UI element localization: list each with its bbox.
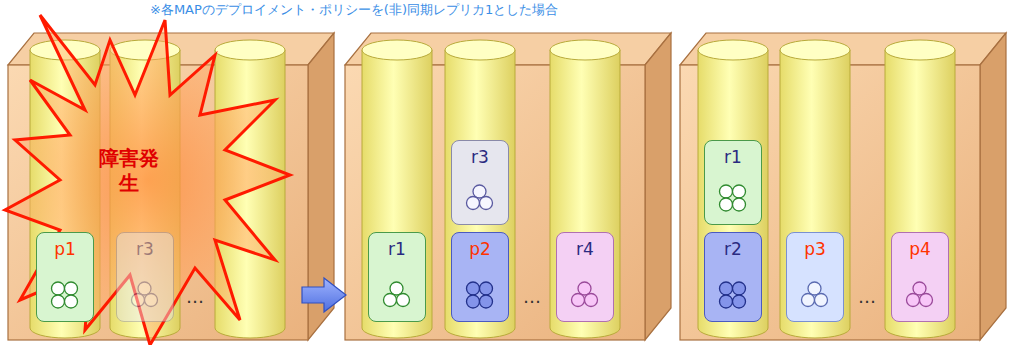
partition-box: p3 (786, 232, 844, 322)
storage-cylinder (445, 40, 515, 338)
object-ball (733, 295, 746, 308)
object-ball (52, 295, 65, 308)
partition-label: p3 (804, 239, 826, 259)
object-ball (480, 295, 493, 308)
object-ball (720, 282, 733, 295)
partition-box: r4 (556, 232, 614, 322)
server-box (345, 33, 671, 340)
object-ball (467, 282, 480, 295)
partition-box: r3 (116, 232, 174, 322)
object-ball (585, 294, 598, 307)
object-ball (920, 294, 933, 307)
object-cluster (787, 275, 842, 315)
object-ball (913, 282, 926, 295)
storage-cylinder (362, 40, 432, 338)
object-ball (65, 295, 78, 308)
object-ball (578, 282, 591, 295)
server-box (680, 33, 1006, 340)
partition-label: p2 (469, 239, 491, 259)
object-ball (65, 282, 78, 295)
object-ball (720, 185, 733, 198)
footnote: ※各MAPのデプロイメント・ポリシーを(非)同期レプリカ1とした場合 (150, 1, 558, 19)
partition-label: r1 (724, 147, 742, 167)
burst-shape (5, 15, 290, 345)
object-ball (480, 282, 493, 295)
object-cluster (117, 275, 172, 315)
partition-label: r3 (471, 147, 489, 167)
object-ball (907, 294, 920, 307)
object-ball (397, 294, 410, 307)
object-cluster (369, 275, 424, 315)
object-ball (815, 294, 828, 307)
object-ball (467, 197, 480, 210)
object-ball (132, 294, 145, 307)
partition-box: r2 (704, 232, 762, 322)
partition-label: p4 (909, 239, 931, 259)
ellipsis-mark: … (180, 286, 210, 307)
object-ball (384, 294, 397, 307)
object-cluster (557, 275, 612, 315)
object-ball (138, 282, 151, 295)
object-ball (733, 198, 746, 211)
object-ball (467, 295, 480, 308)
object-cluster (892, 275, 947, 315)
partition-label: r4 (576, 239, 594, 259)
partition-box: p2 (451, 232, 509, 322)
storage-cylinder (550, 40, 620, 338)
partition-box: r1 (704, 140, 762, 225)
storage-cylinder (885, 40, 955, 338)
object-cluster (452, 275, 507, 315)
storage-cylinder (698, 40, 768, 338)
object-cluster (705, 275, 760, 315)
object-ball (145, 294, 158, 307)
object-ball (808, 282, 821, 295)
partition-label: r1 (388, 239, 406, 259)
object-ball (733, 282, 746, 295)
object-ball (480, 197, 493, 210)
partition-label: r2 (724, 239, 742, 259)
ellipsis-mark: … (852, 286, 882, 307)
object-ball (390, 282, 403, 295)
object-ball (52, 282, 65, 295)
ellipsis-mark: … (517, 286, 547, 307)
object-ball (733, 185, 746, 198)
object-ball (802, 294, 815, 307)
object-ball (720, 198, 733, 211)
failure-text: 障害発生 (97, 146, 161, 196)
object-ball (473, 185, 486, 198)
object-ball (572, 294, 585, 307)
failover-arrow (302, 278, 346, 312)
object-cluster (705, 178, 760, 218)
object-cluster (452, 178, 507, 218)
object-cluster (37, 275, 92, 315)
partition-box: p1 (36, 232, 94, 322)
storage-cylinder (780, 40, 850, 338)
partition-label: p1 (54, 239, 76, 259)
partition-label: r3 (136, 239, 154, 259)
object-ball (720, 295, 733, 308)
partition-box: r1 (368, 232, 426, 322)
partition-box: r3 (451, 140, 509, 225)
partition-box: p4 (891, 232, 949, 322)
